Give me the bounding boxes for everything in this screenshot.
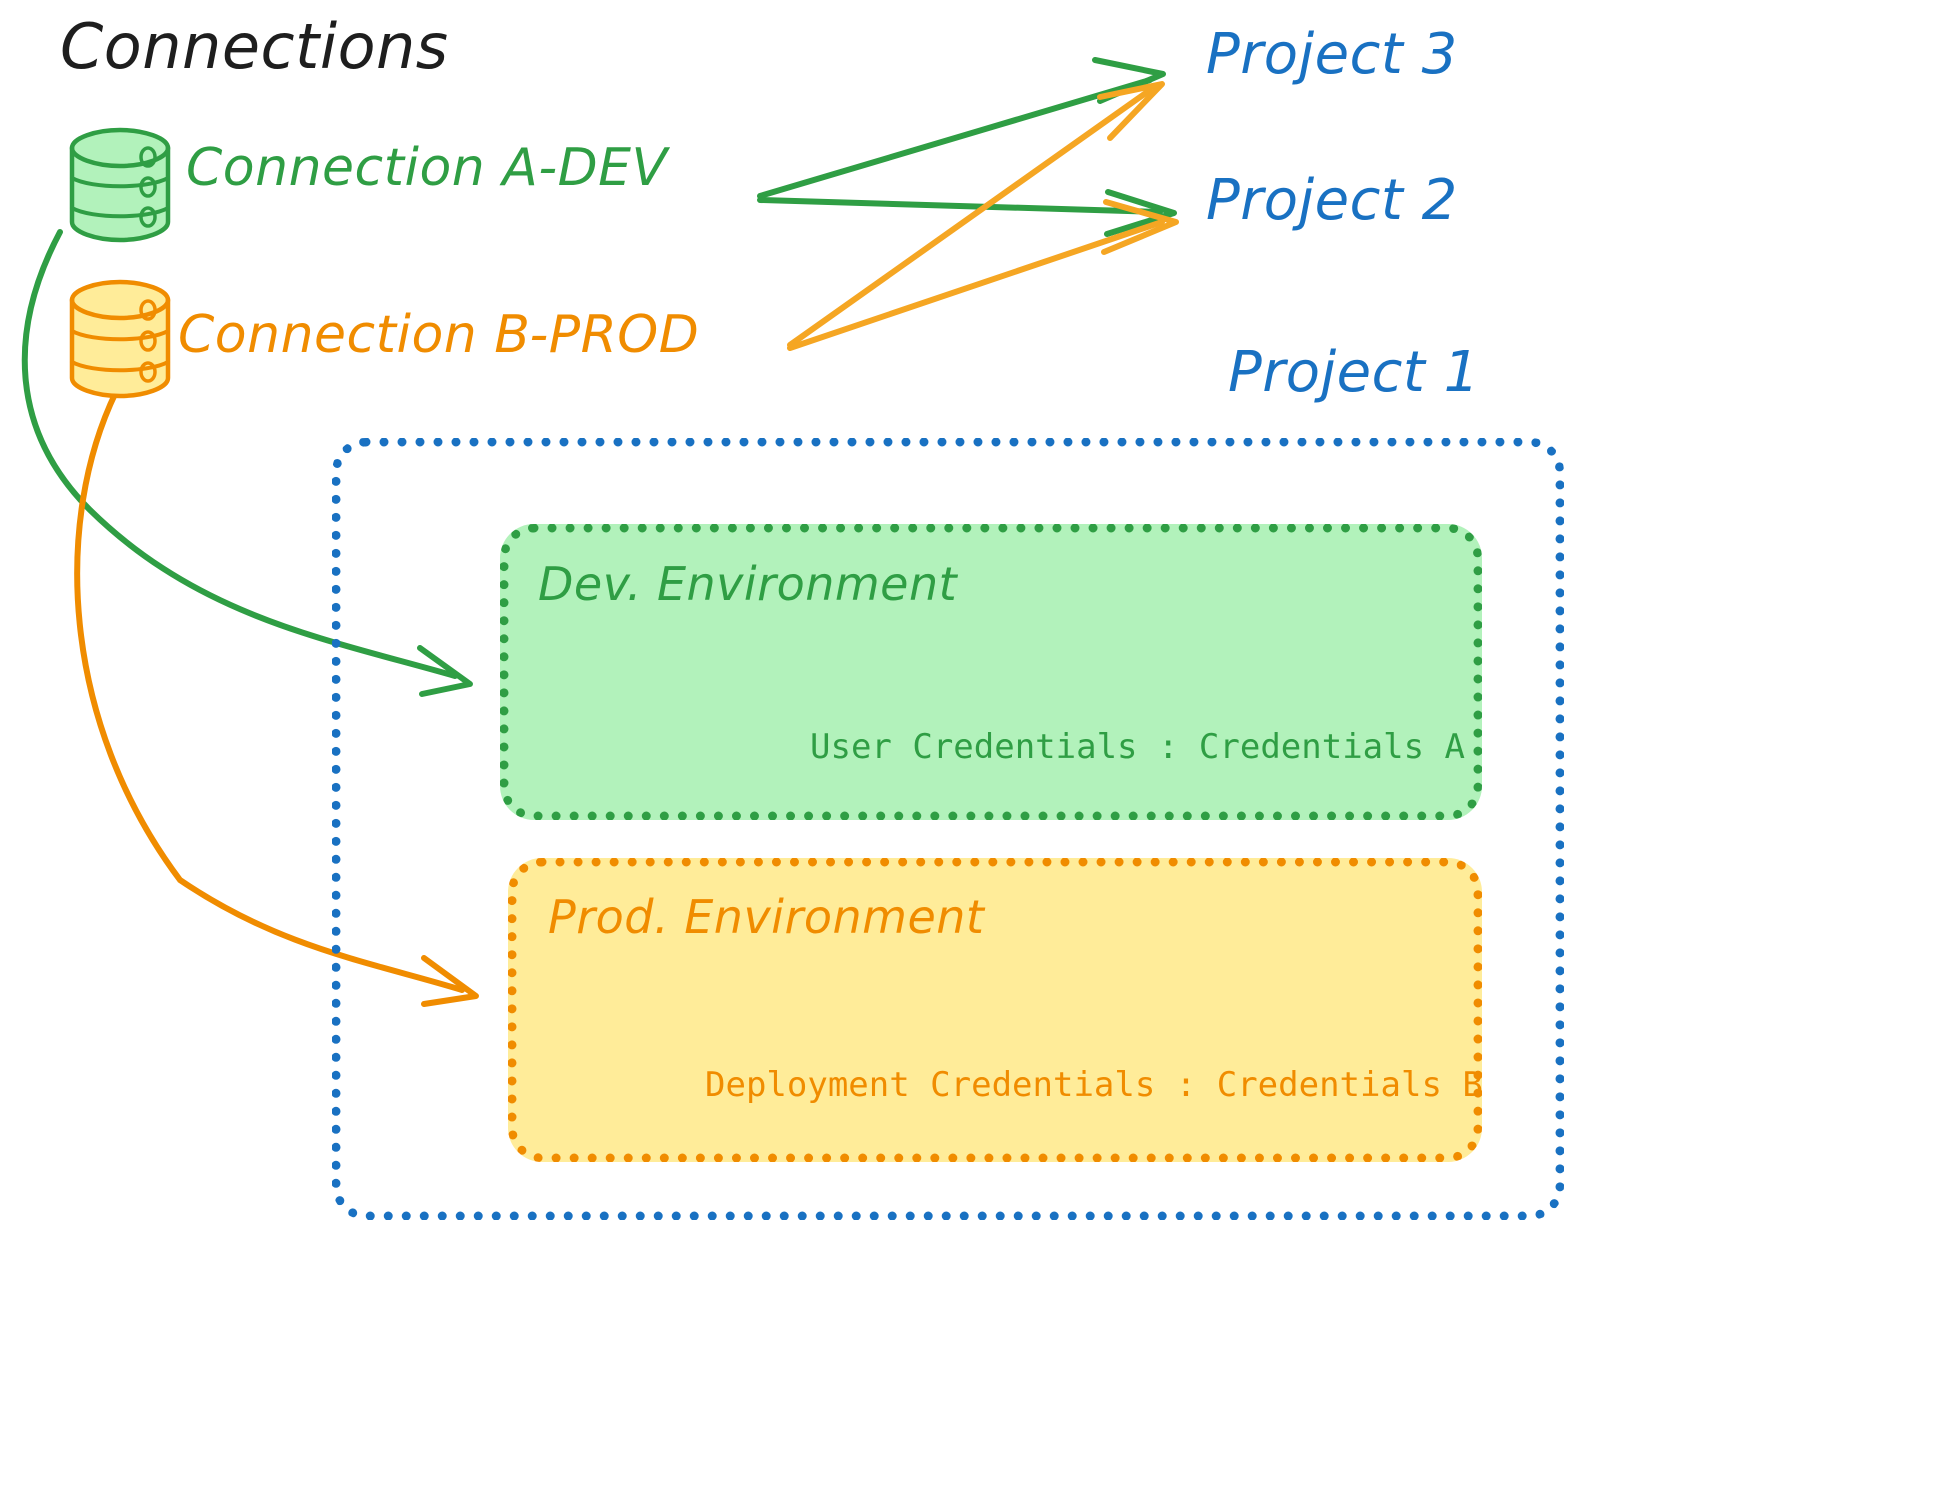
edge-a-dev-to-project-3 [757, 57, 1166, 199]
edge-a-dev-to-project-2 [757, 189, 1177, 237]
prod-environment-box[interactable] [508, 858, 1482, 1162]
database-cylinder-icon-b-prod [69, 279, 171, 399]
dev-environment-box[interactable] [500, 524, 1482, 820]
database-cylinder-icon-a-dev [69, 127, 171, 243]
connection-a-dev-label[interactable]: Connection A-DEV [186, 138, 668, 198]
edge-b-prod-to-project-2 [787, 199, 1179, 351]
prod-environment-title: Prod. Environment [548, 890, 985, 944]
project-1-label[interactable]: Project 1 [1228, 340, 1480, 405]
project-1-container [332, 438, 1564, 1220]
dev-environment-title: Dev. Environment [538, 557, 958, 611]
edge-b-prod-to-prod-env [74, 389, 479, 1007]
connection-b-prod-label[interactable]: Connection B-PROD [178, 305, 700, 365]
edge-a-dev-to-dev-env [21, 229, 473, 697]
project-2-label[interactable]: Project 2 [1206, 168, 1458, 233]
dev-user-credentials-label: User Credentials : Credentials A [810, 727, 1466, 767]
project-3-label[interactable]: Project 3 [1206, 22, 1458, 87]
page-title: Connections [60, 10, 449, 83]
edge-b-prod-to-project-3 [787, 81, 1165, 348]
prod-deployment-credentials-label: Deployment Credentials : Credentials B [705, 1065, 1483, 1105]
